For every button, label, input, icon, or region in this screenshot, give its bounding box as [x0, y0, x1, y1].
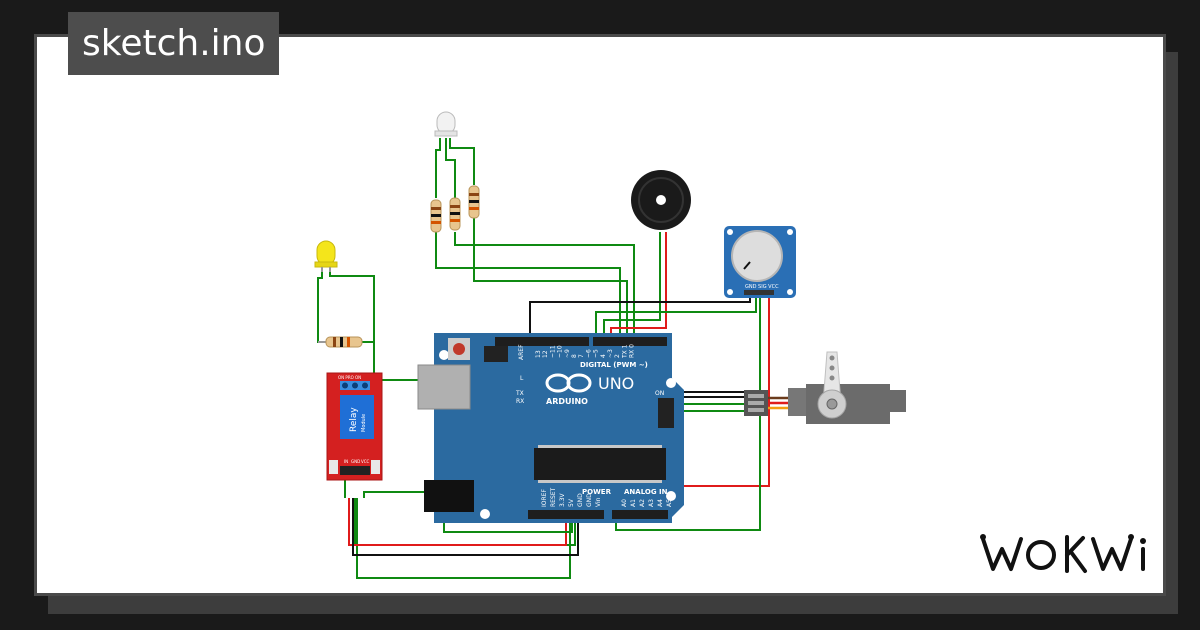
- mount-hole-1: [439, 350, 449, 360]
- analog-pin-label-5: A5: [666, 499, 673, 507]
- digital-pin-label-5: 8: [571, 354, 578, 358]
- analog-pin-label-1: A1: [630, 499, 637, 507]
- wire-buzzer-pin: [603, 232, 661, 336]
- power-jack: [424, 480, 474, 512]
- label-tx: TX: [515, 390, 524, 397]
- analog-pin-label-4: A4: [657, 499, 664, 507]
- wire-resistor3-pin: [473, 218, 628, 336]
- arduino-uno[interactable]: ARDUINO UNO DIGITAL (PWM ~) POWER ANALOG…: [417, 333, 684, 523]
- mount-hole-2: [666, 378, 676, 388]
- buzzer-hole: [656, 195, 666, 205]
- resistor-4[interactable]: [318, 336, 363, 348]
- digital-pin-label-1: 12: [542, 350, 549, 358]
- wire-resistor1-pin: [435, 232, 621, 336]
- wire-rgb-green-leg: [445, 138, 456, 198]
- digital-pin-label-10: ~3: [607, 349, 614, 358]
- digital-pin-label-11: 2: [614, 354, 621, 358]
- resistor-2[interactable]: [449, 197, 461, 231]
- mount-hole-4: [480, 509, 490, 519]
- relay-pin-gnd: GND: [351, 459, 360, 464]
- resistor-1[interactable]: [430, 199, 442, 233]
- power-header: [528, 510, 604, 519]
- analog-pin-label-2: A2: [639, 499, 646, 507]
- wire-led-leg1: [317, 268, 328, 343]
- arduino-logo: [545, 373, 592, 393]
- relay-pin-vcc: VCC: [361, 459, 370, 464]
- relay-cube: [340, 395, 374, 439]
- wire-rgb-blue-leg: [449, 138, 475, 185]
- digital-pin-label-6: 7: [578, 354, 585, 358]
- buzzer[interactable]: [631, 170, 691, 230]
- power-pin-label-5: GND: [586, 493, 593, 507]
- yellow-led-body: [316, 240, 336, 266]
- digital-pin-label-3: ~10: [557, 345, 564, 358]
- usb-port: [417, 364, 471, 410]
- relay-top-pins: ON PRO ON: [338, 375, 361, 380]
- board-model: UNO: [598, 374, 634, 393]
- chip-pins: [538, 445, 662, 483]
- wire-buzzer-power: [610, 232, 667, 336]
- digital-pin-label-7: ~6: [585, 349, 592, 358]
- wire-relay-vcc: [348, 498, 567, 546]
- label-rx: RX: [516, 398, 524, 405]
- label-l: L: [520, 375, 524, 382]
- power-pin-label-6: Vin: [595, 497, 602, 507]
- wire-led-leg2: [329, 268, 375, 343]
- sketch-title: sketch.ino: [68, 12, 280, 75]
- digital-pin-label-13: RX 0: [629, 344, 636, 358]
- resistor-3[interactable]: [468, 185, 480, 219]
- digital-pin-label-4: ~9: [564, 349, 571, 358]
- digital-pin-label-12: TX 1: [621, 344, 628, 359]
- potentiometer[interactable]: GND SIG VCC: [724, 226, 796, 298]
- digital-pin-label-2: ~11: [549, 345, 556, 358]
- rgb-led-rim: [434, 130, 458, 137]
- relay-label: Relay: [349, 407, 359, 432]
- digital-pin-label-0: 13: [535, 350, 542, 358]
- yellow-led[interactable]: [314, 240, 338, 272]
- relay-module[interactable]: ON PRO ON Relay Module IN GND VCC: [326, 372, 383, 481]
- analog-pin-label-3: A3: [648, 499, 655, 507]
- analog-header: [612, 510, 668, 519]
- label-on: ON: [655, 390, 664, 397]
- relay-pin-in: IN: [344, 459, 348, 464]
- pot-indicator: [743, 261, 751, 270]
- wokwi-logo: [980, 534, 1146, 573]
- atmega-chip: [534, 448, 666, 480]
- digital-pin-label-8: ~5: [593, 349, 600, 358]
- icsp-header: [484, 346, 674, 428]
- wire-pot-sig: [595, 292, 757, 336]
- power-pin-label-4: GND: [577, 493, 584, 507]
- pot-pin-labels: GND SIG VCC: [745, 284, 779, 290]
- wire-rgb-red-leg: [435, 138, 441, 198]
- buzzer-ring: [638, 177, 684, 223]
- label-power: POWER: [582, 488, 612, 496]
- power-pin-label-1: RESET: [550, 487, 557, 507]
- label-aref: AREF: [518, 344, 525, 360]
- relay-sub: Module: [361, 414, 367, 432]
- wire-relay-gnd: [352, 498, 579, 556]
- pot-pins: [744, 290, 774, 295]
- wire-resistor2-pin: [454, 232, 635, 336]
- label-analog: ANALOG IN: [624, 488, 668, 496]
- pot-knob[interactable]: [731, 230, 783, 282]
- reset-button[interactable]: [453, 343, 465, 355]
- digital-pin-label-9: 4: [600, 354, 607, 358]
- digital-header-high: [495, 337, 589, 346]
- relay-pin-header: [340, 466, 370, 475]
- power-pin-label-3: 5V: [568, 498, 575, 507]
- rgb-led[interactable]: [434, 111, 458, 137]
- analog-pin-label-0: A0: [621, 499, 628, 507]
- servo[interactable]: [744, 351, 906, 424]
- power-pin-label-0: IOREF: [541, 489, 548, 507]
- board-name: ARDUINO: [546, 397, 588, 406]
- power-pin-label-2: 3.3V: [559, 492, 566, 507]
- mount-hole-3: [666, 491, 676, 501]
- digital-header-low: [593, 337, 667, 346]
- label-digital: DIGITAL (PWM ~): [580, 361, 648, 369]
